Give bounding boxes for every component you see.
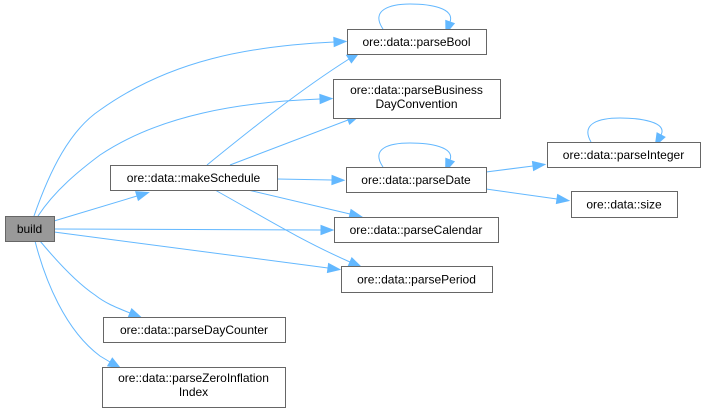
node-parseDayCounter[interactable]: ore::data::parseDayCounter <box>103 317 286 343</box>
arrowhead-icon <box>326 262 342 274</box>
node-build[interactable]: build <box>5 216 55 242</box>
node-parseCalendar[interactable]: ore::data::parseCalendar <box>334 217 499 243</box>
arrowhead-icon <box>319 93 334 105</box>
edge-build-to-parsePeriod <box>53 231 342 274</box>
node-label: Index <box>179 385 208 399</box>
arrowhead-icon <box>135 191 150 202</box>
arrowhead-icon <box>333 36 348 48</box>
edge-build-to-parseBool <box>33 36 348 217</box>
node-parsePeriod[interactable]: ore::data::parsePeriod <box>341 266 493 293</box>
node-label: ore::data::parseDate <box>361 173 471 187</box>
edge-build-to-parseZeroInflationIndex <box>34 240 122 369</box>
edge-parseBool-to-parseBool <box>378 3 456 35</box>
node-label: ore::data::makeSchedule <box>127 171 261 185</box>
node-label: build <box>17 222 42 236</box>
arrowhead-icon <box>320 224 335 236</box>
arrowhead-icon <box>531 160 547 172</box>
node-parseInteger[interactable]: ore::data::parseInteger <box>547 142 701 168</box>
edge-parseDate-to-size <box>485 188 571 205</box>
node-parseDate[interactable]: ore::data::parseDate <box>346 167 487 193</box>
node-label: ore::data::parseCalendar <box>350 223 483 237</box>
node-label: ore::data::parseDayCounter <box>120 323 268 337</box>
node-makeSchedule[interactable]: ore::data::makeSchedule <box>110 165 278 191</box>
edge-build-to-parseCalendar <box>53 224 335 236</box>
edge-makeSchedule-to-parseCalendar <box>247 189 364 219</box>
edge-makeSchedule-to-parseDate <box>276 174 346 186</box>
node-label: ore::data::parseBool <box>362 35 470 49</box>
node-parseBool[interactable]: ore::data::parseBool <box>347 29 487 55</box>
edge-makeSchedule-to-parseBusinessDayConvention <box>229 115 361 166</box>
edge-parseDate-to-parseInteger <box>485 160 547 173</box>
edge-build-to-makeSchedule <box>53 191 150 222</box>
node-label: ore::data::parseInteger <box>563 148 684 162</box>
edge-build-to-parseBusinessDayConvention <box>37 93 334 217</box>
node-label: ore::data::size <box>586 198 662 212</box>
node-label: ore::data::parseBusiness <box>350 83 483 97</box>
node-size[interactable]: ore::data::size <box>571 191 678 218</box>
arrowhead-icon <box>347 257 363 268</box>
node-label: DayConvention <box>375 97 457 111</box>
arrowhead-icon <box>555 193 571 205</box>
arrowhead-icon <box>331 174 346 186</box>
node-label: ore::data::parseZeroInflation <box>118 371 269 385</box>
node-label: ore::data::parsePeriod <box>357 273 476 287</box>
edge-build-to-parseDayCounter <box>39 240 143 318</box>
edge-parseInteger-to-parseInteger <box>587 117 666 147</box>
arrowhead-icon <box>106 357 122 369</box>
arrowhead-icon <box>127 307 143 318</box>
edge-parseDate-to-parseDate <box>378 142 456 173</box>
